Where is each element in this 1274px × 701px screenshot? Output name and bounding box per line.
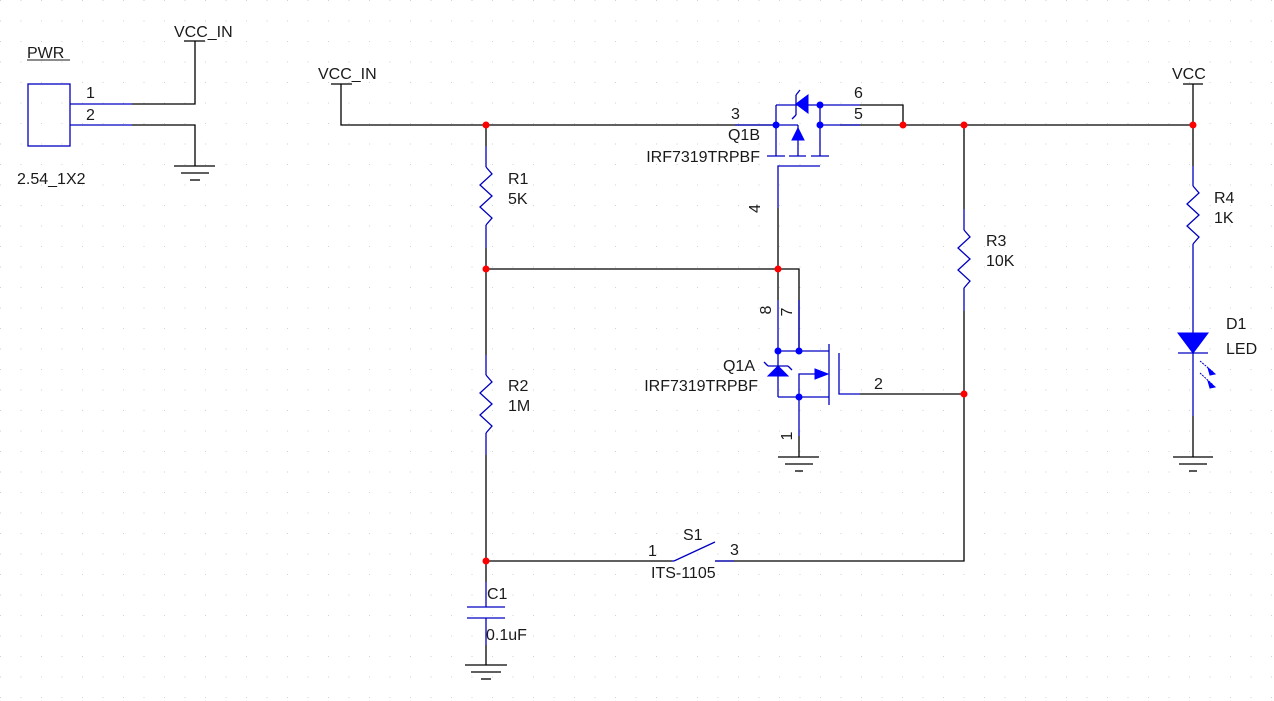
vcc-out-port[interactable]: VCC (1172, 66, 1206, 85)
s1-value: ITS-1105 (651, 565, 716, 582)
s1-pin-3-number: 3 (730, 542, 739, 559)
r4-value: 1K (1214, 210, 1234, 227)
wire-pwr-gnd (132, 124, 196, 166)
q1b-pin-6-number: 6 (854, 85, 863, 102)
q1a-pin-2-number: 2 (874, 376, 883, 393)
pwr-connector-body (27, 83, 71, 147)
r4-ref: R4 (1214, 190, 1235, 207)
s1-pin-1-number: 1 (648, 543, 657, 560)
junction (482, 121, 490, 129)
r2-resistor[interactable]: R2 1M (479, 269, 530, 561)
vcc-in-main-label: VCC_IN (318, 66, 377, 83)
junction (482, 265, 490, 273)
q1b-zener-icon (795, 94, 809, 114)
wire-vcc-in-main (340, 84, 486, 126)
pwr-connector[interactable]: PWR 1 2 2.54_1X2 (17, 45, 132, 188)
r4-resistor[interactable]: R4 1K (1186, 166, 1235, 266)
pwr-pin-2-number: 2 (86, 107, 95, 124)
junction (960, 121, 968, 129)
pwr-ref: PWR (27, 45, 64, 62)
q1a-pin-8-number: 8 (758, 305, 775, 314)
q1a-value: IRF7319TRPBF (644, 378, 758, 395)
d1-led[interactable]: D1 LED (1177, 266, 1257, 416)
gnd-symbol-q1a (778, 456, 819, 472)
q1b-arrow-icon (791, 126, 805, 141)
d1-ref: D1 (1226, 316, 1247, 333)
gnd-symbol-c1 (465, 664, 507, 680)
pwr-pin-1-number: 1 (86, 85, 95, 102)
q1b-mosfet[interactable]: 3 6 5 4 Q1B IRF7319TRPBF (646, 85, 863, 269)
pwr-value: 2.54_1X2 (17, 171, 86, 188)
switch-lever (673, 541, 716, 562)
r1-resistor[interactable]: R1 5K (479, 125, 529, 269)
s1-switch[interactable]: 1 3 S1 ITS-1105 (648, 527, 739, 582)
led-diode-icon (1177, 332, 1209, 354)
c1-value: 0.1uF (486, 627, 527, 644)
r3-value: 10K (986, 253, 1015, 270)
q1a-gate (838, 353, 860, 395)
resistor-zigzag (957, 229, 971, 289)
wire-s1-right (715, 394, 965, 562)
q1a-arrow-icon (814, 368, 830, 380)
pwr-wires (132, 41, 196, 166)
vcc-in-connector-port[interactable]: VCC_IN (174, 24, 233, 42)
q1b-value: IRF7319TRPBF (646, 149, 760, 166)
wire-pwr-vcc-in (132, 41, 196, 105)
junction (960, 390, 968, 398)
gnd-symbol-pwr (174, 165, 215, 181)
junction (899, 121, 907, 129)
r3-ref: R3 (986, 233, 1007, 250)
q1a-pin-1-number: 1 (779, 431, 796, 440)
c1-capacitor[interactable]: C1 0.1uF (467, 561, 527, 665)
q1b-pin-5-number: 5 (854, 106, 863, 123)
r2-value: 1M (508, 398, 530, 415)
junction (482, 557, 490, 565)
r1-ref: R1 (508, 171, 529, 188)
junction (1189, 121, 1197, 129)
junction-dots (482, 121, 1197, 565)
resistor-zigzag (479, 374, 493, 434)
vcc-in-main-port[interactable]: VCC_IN (318, 66, 377, 85)
q1a-mosfet[interactable]: 8 7 2 1 Q1A IRF7319TRPBF (644, 300, 883, 457)
vcc-in-connector-label: VCC_IN (174, 24, 233, 41)
q1b-gate (777, 165, 820, 208)
vcc-out-label: VCC (1172, 66, 1206, 83)
resistor-zigzag (479, 166, 493, 226)
q1b-pin-3-number: 3 (731, 106, 740, 123)
q1b-pin-4-number: 4 (747, 204, 764, 213)
q1a-ref: Q1A (723, 358, 755, 375)
gnd-symbol-led (1173, 456, 1213, 472)
q1b-ref: Q1B (728, 127, 760, 144)
d1-value: LED (1226, 341, 1257, 358)
c1-ref: C1 (487, 586, 508, 603)
r3-resistor[interactable]: R3 10K (957, 125, 1015, 394)
wire-q1b-pin6 (860, 104, 904, 125)
r1-value: 5K (508, 191, 528, 208)
s1-ref: S1 (683, 527, 703, 544)
junction (774, 265, 782, 273)
r2-ref: R2 (508, 378, 529, 395)
q1a-pin-7-number: 7 (779, 307, 796, 316)
resistor-zigzag (1186, 185, 1200, 245)
